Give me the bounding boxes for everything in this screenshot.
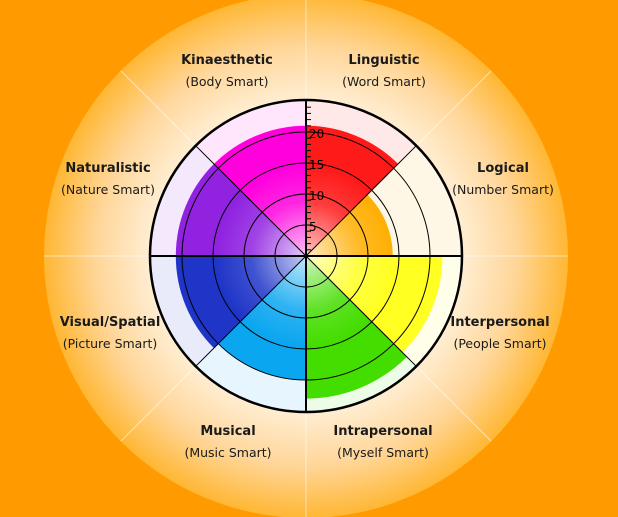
grid-spoke <box>195 255 307 367</box>
category-subtitle-visual-spatial: (Picture Smart) <box>63 336 158 351</box>
category-subtitle-kinaesthetic: (Body Smart) <box>185 74 268 89</box>
tick-label-20: 20 <box>309 127 324 141</box>
category-subtitle-musical: (Music Smart) <box>184 445 271 460</box>
category-subtitle-naturalistic: (Nature Smart) <box>61 182 155 197</box>
category-label-kinaesthetic: Kinaesthetic <box>181 53 273 68</box>
category-label-logical: Logical <box>477 161 529 176</box>
category-label-linguistic: Linguistic <box>348 53 419 68</box>
grid-spoke <box>195 145 307 257</box>
tick-label-10: 10 <box>309 189 324 203</box>
category-label-intrapersonal: Intrapersonal <box>333 424 432 439</box>
tick-label-5: 5 <box>309 220 317 234</box>
category-label-naturalistic: Naturalistic <box>65 161 150 176</box>
category-subtitle-linguistic: (Word Smart) <box>342 74 426 89</box>
category-label-musical: Musical <box>200 424 255 439</box>
category-subtitle-interpersonal: (People Smart) <box>453 336 546 351</box>
grid-spoke <box>305 145 417 257</box>
category-subtitle-intrapersonal: (Myself Smart) <box>337 445 429 460</box>
category-label-visual-spatial: Visual/Spatial <box>60 315 161 330</box>
grid-spoke <box>305 255 417 367</box>
category-label-interpersonal: Interpersonal <box>450 315 549 330</box>
tick-label-15: 15 <box>309 158 324 172</box>
category-subtitle-logical: (Number Smart) <box>452 182 554 197</box>
